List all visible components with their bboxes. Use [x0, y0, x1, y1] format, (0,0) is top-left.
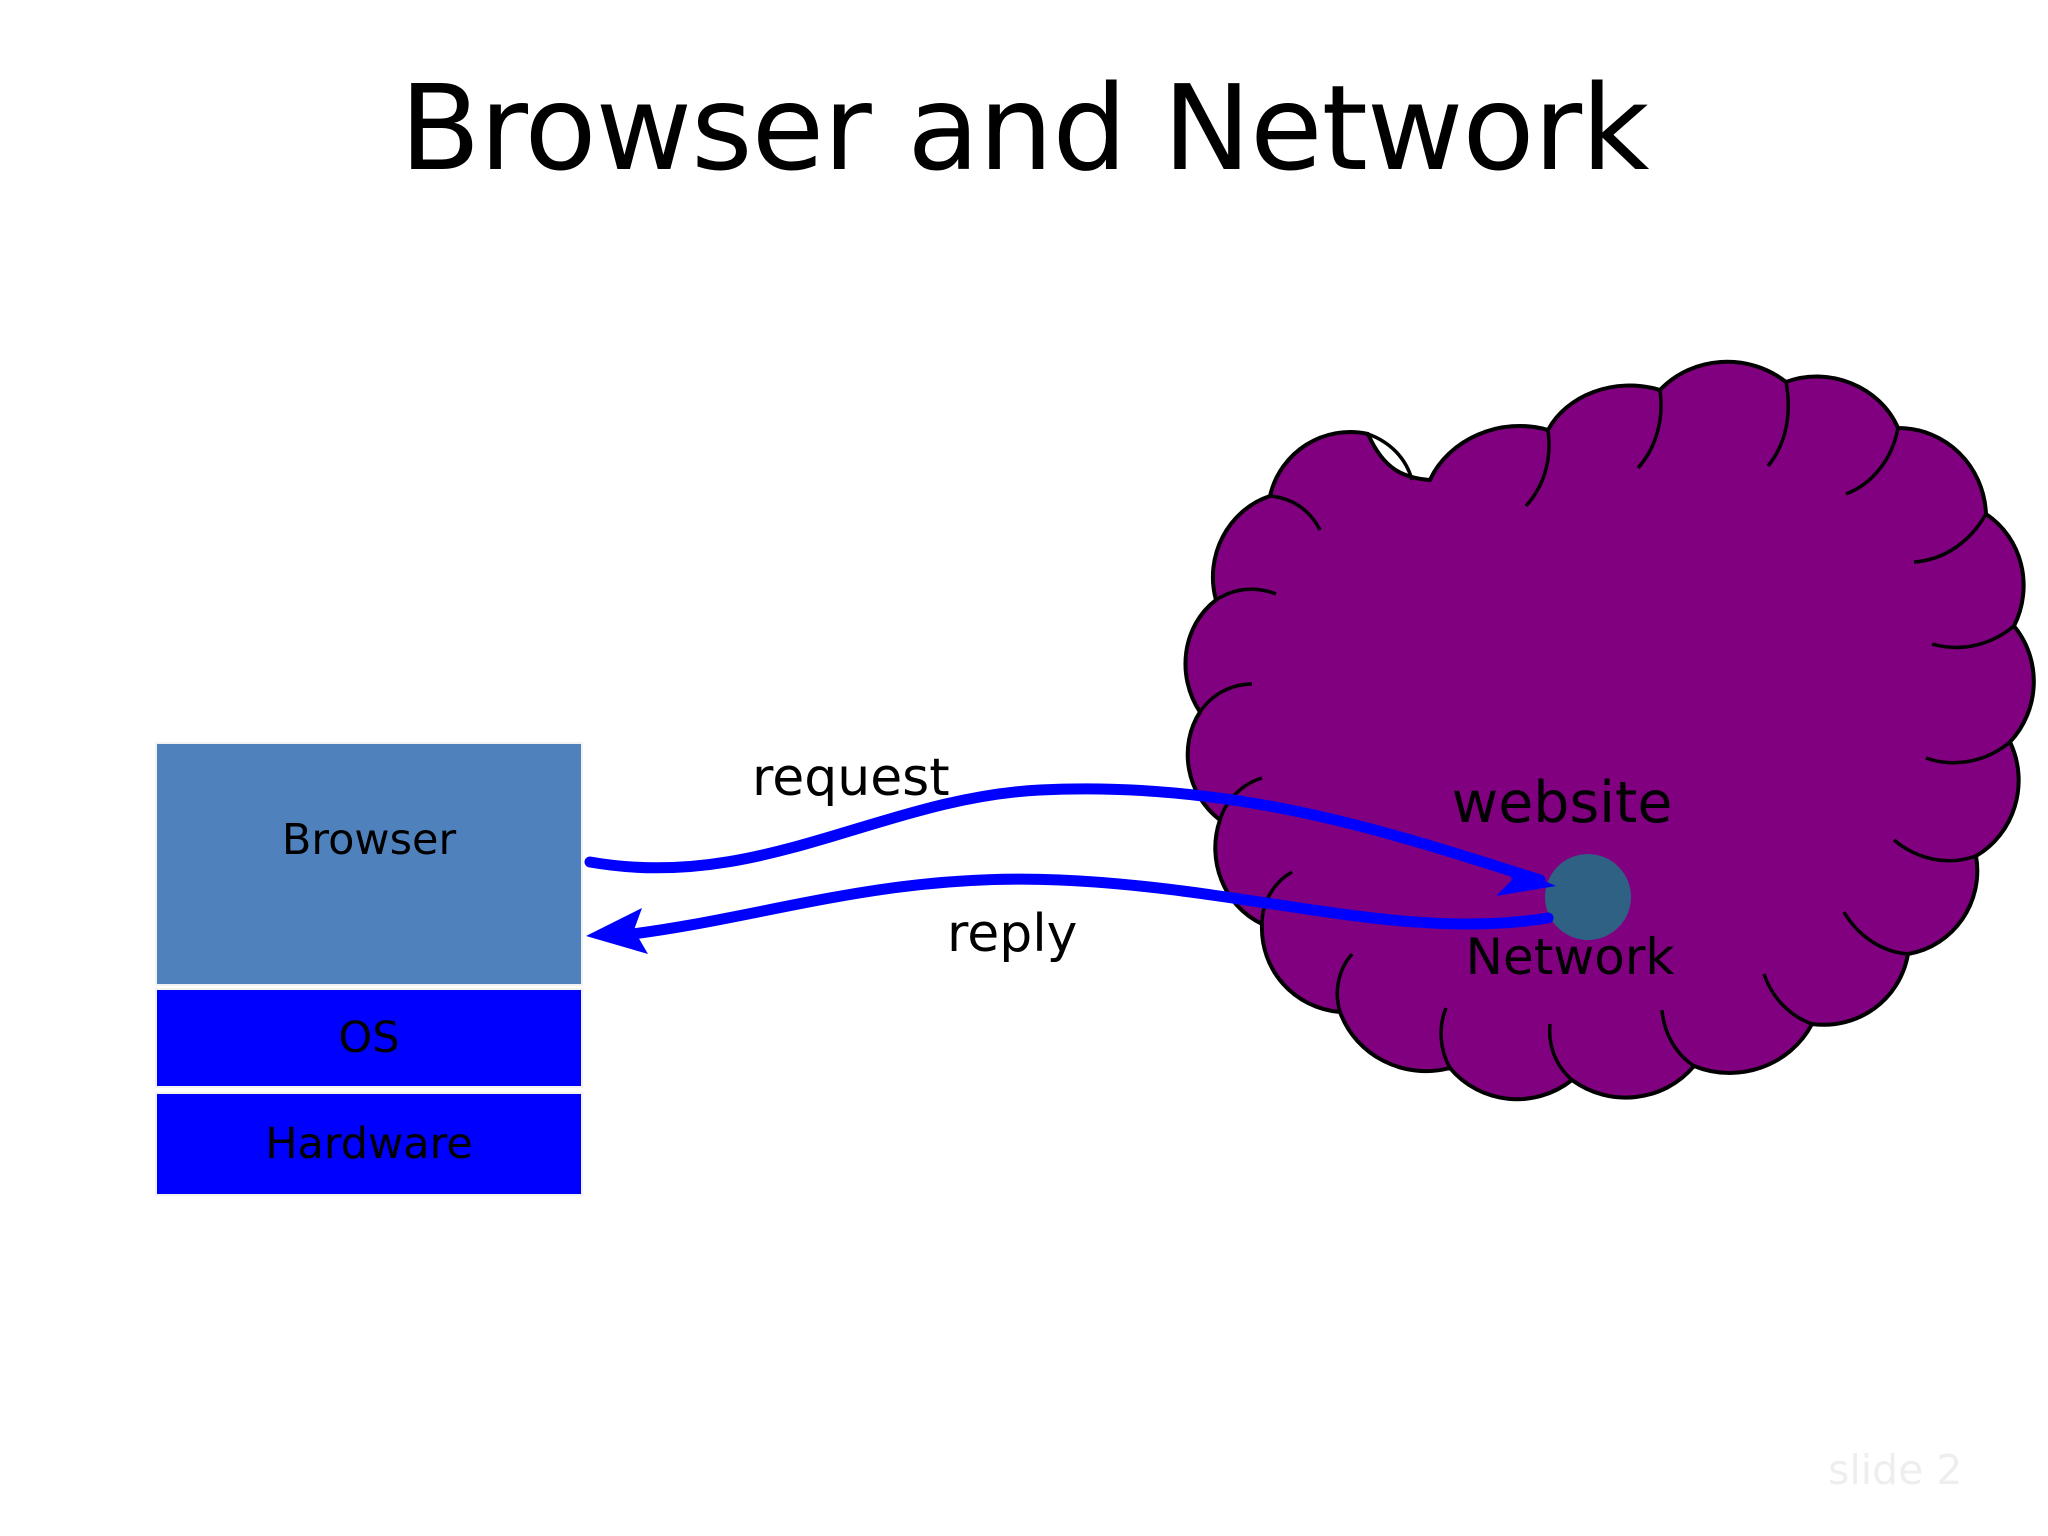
website-node-circle [1545, 854, 1631, 940]
client-machine-stack: Browser OS Hardware [155, 742, 583, 1216]
stack-layer-hardware[interactable]: Hardware [155, 1092, 583, 1196]
stack-layer-os-label: OS [338, 1012, 400, 1063]
stack-layer-browser-label: Browser [281, 814, 457, 865]
slide-number: slide 2 [1828, 1446, 1963, 1494]
website-label: website [1451, 770, 1673, 836]
stack-layer-hardware-label: Hardware [265, 1118, 473, 1169]
stack-layer-os[interactable]: OS [155, 988, 583, 1088]
stack-layer-browser[interactable]: Browser [155, 742, 583, 986]
request-arrow-label: request [752, 748, 950, 808]
network-cloud-shape [1183, 359, 2036, 1102]
network-label: Network [1465, 928, 1675, 986]
reply-arrow-label: reply [947, 904, 1078, 964]
page-title: Browser and Network [399, 59, 1650, 197]
reply-arrow [586, 873, 1554, 954]
request-arrow [584, 783, 1556, 896]
